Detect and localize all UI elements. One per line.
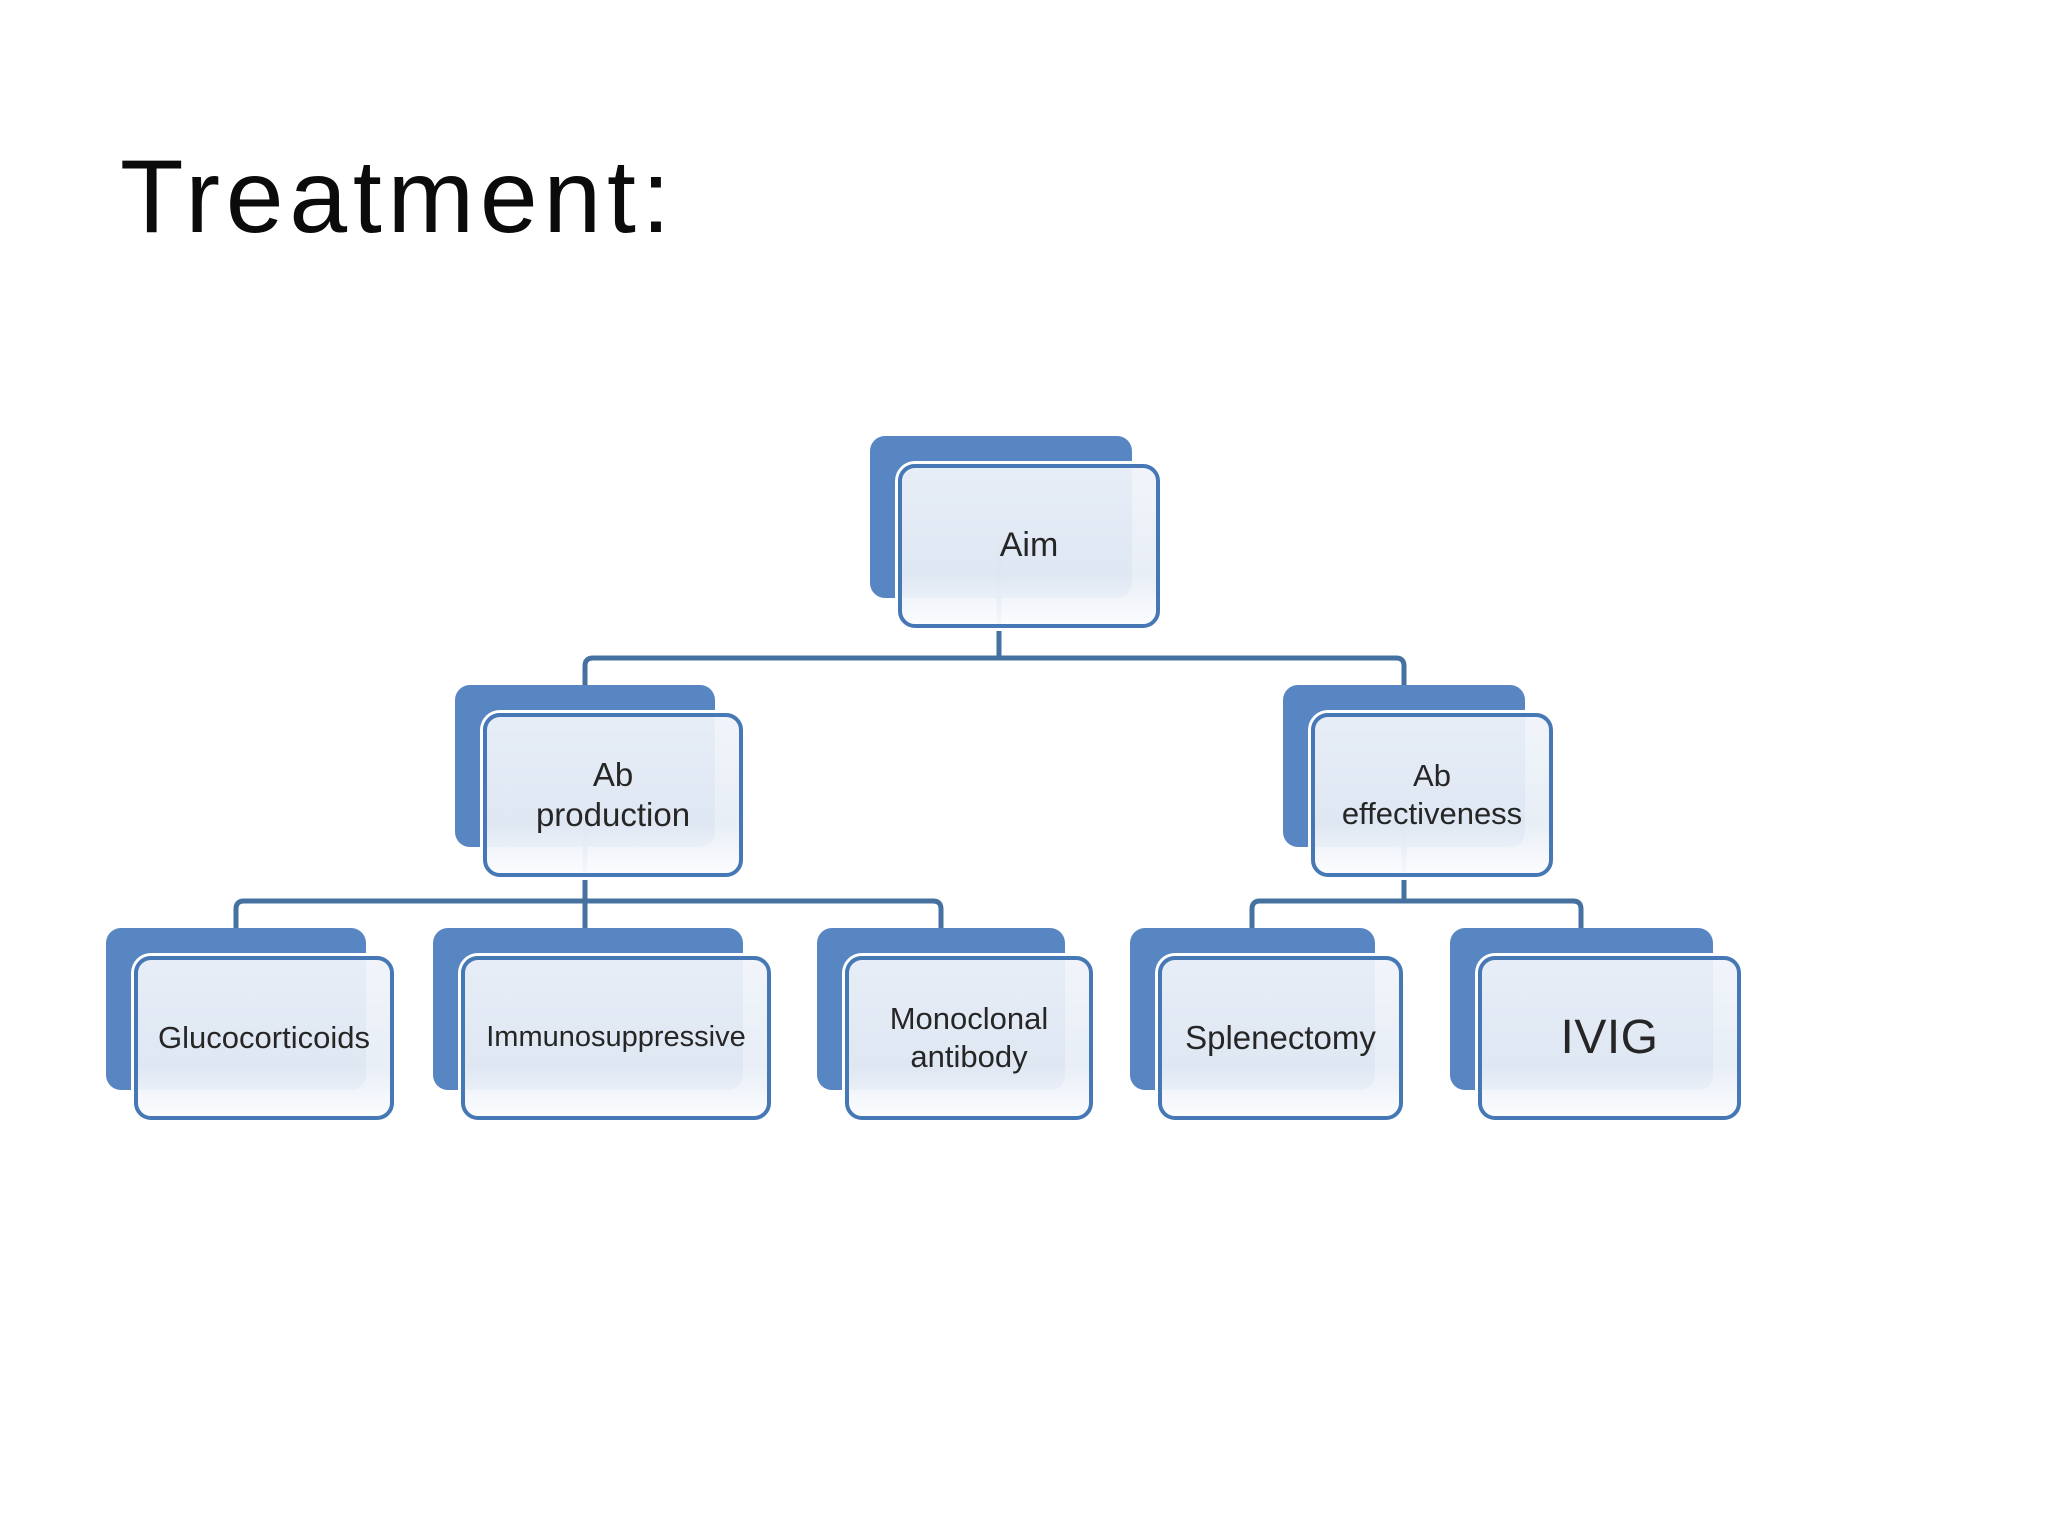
node-ab-production-label: Ab production bbox=[483, 713, 743, 877]
node-glucocorticoids-label: Glucocorticoids bbox=[134, 956, 394, 1120]
slide-title: Treatment: bbox=[120, 139, 677, 255]
node-monoclonal-antibody-label: Monoclonal antibody bbox=[845, 956, 1093, 1120]
connector-right-children-bar bbox=[1249, 898, 1584, 928]
node-splenectomy-label: Splenectomy bbox=[1158, 956, 1403, 1120]
node-ab-effectiveness-label: Ab effectiveness bbox=[1311, 713, 1553, 877]
node-ivig-label: IVIG bbox=[1478, 956, 1741, 1120]
connector-left-children-bar bbox=[233, 898, 944, 928]
connector-level2-bar bbox=[582, 655, 1407, 685]
node-aim-label: Aim bbox=[898, 464, 1160, 628]
node-immunosuppressive-label: Immunosuppressive bbox=[461, 956, 771, 1120]
